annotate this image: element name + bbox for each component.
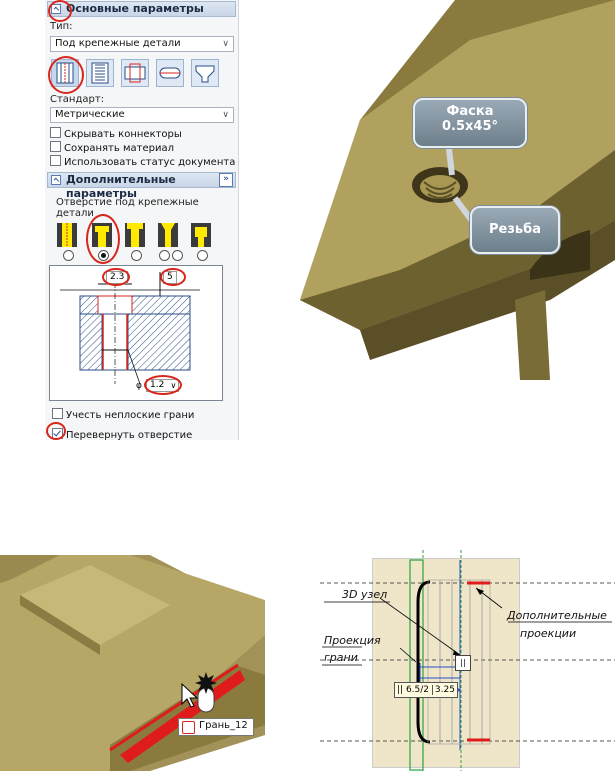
face-icon bbox=[182, 721, 195, 734]
callout-chamfer: Фаска 0.5x45° bbox=[413, 98, 527, 148]
hole-caption: Отверстие под крепежные детали bbox=[56, 197, 199, 219]
type-select[interactable]: Под крепежные детали ∨ bbox=[50, 36, 234, 52]
hole-variant-4[interactable] bbox=[157, 222, 179, 248]
hole-variant-icon bbox=[191, 223, 211, 247]
hide-connectors-checkbox[interactable]: Скрывать коннекторы bbox=[50, 127, 182, 140]
annotation-oval bbox=[48, 56, 84, 94]
hole-diagram: 2.3 5 φ 1.2 ∨ bbox=[49, 265, 223, 401]
annotation-oval bbox=[86, 214, 120, 264]
threaded-hole-icon bbox=[91, 62, 109, 84]
flip-hole-checkbox[interactable]: Перевернуть отверстие bbox=[52, 428, 192, 441]
type-btn-slot[interactable] bbox=[121, 59, 149, 87]
annotation-oval bbox=[160, 268, 186, 286]
annotation-oval bbox=[102, 268, 130, 286]
keep-material-checkbox[interactable]: Сохранять материал bbox=[50, 141, 174, 154]
radio-variant-1[interactable] bbox=[63, 250, 74, 261]
chevron-down-icon: ∨ bbox=[222, 110, 229, 120]
checkbox-icon[interactable] bbox=[52, 408, 63, 419]
face-tag: Грань_12 bbox=[178, 718, 254, 736]
hole-variant-1[interactable] bbox=[56, 222, 78, 248]
standard-select[interactable]: Метрические ∨ bbox=[50, 107, 234, 123]
checkbox-icon[interactable] bbox=[50, 141, 61, 152]
label-projection-2: грани bbox=[324, 651, 358, 664]
part-face-view bbox=[0, 555, 265, 771]
node-marker[interactable]: || bbox=[455, 655, 471, 671]
callout-chamfer-line2: 0.5x45° bbox=[441, 119, 498, 134]
non-planar-faces-checkbox[interactable]: Учесть неплоские грани bbox=[52, 408, 194, 421]
diameter-symbol: φ bbox=[136, 381, 142, 391]
oblong-hole-icon bbox=[159, 67, 181, 79]
type-btn-countersink[interactable] bbox=[191, 59, 219, 87]
countersink-icon bbox=[195, 65, 215, 83]
main-params-header[interactable]: Основные параметры bbox=[47, 1, 236, 17]
callout-thread: Резьба bbox=[470, 206, 560, 254]
type-btn-oblong[interactable] bbox=[156, 59, 184, 87]
mouse-cursor-icon bbox=[181, 672, 217, 713]
annotation-oval bbox=[144, 375, 182, 395]
label-extra-1: Дополнительные bbox=[507, 609, 607, 622]
callout-chamfer-line1: Фаска bbox=[446, 104, 494, 119]
type-label: Тип: bbox=[50, 21, 73, 32]
checkbox-icon[interactable] bbox=[50, 155, 61, 166]
collapse-icon[interactable] bbox=[51, 175, 61, 185]
part-3d-view bbox=[300, 0, 615, 380]
hole-variant-5[interactable] bbox=[190, 222, 212, 248]
annotation-oval bbox=[46, 422, 66, 440]
type-select-value: Под крепежные детали bbox=[55, 38, 181, 49]
annotation-oval bbox=[48, 0, 72, 22]
extra-params-header[interactable]: Дополнительные параметры » bbox=[47, 172, 236, 200]
radio-variant-5[interactable] bbox=[197, 250, 208, 261]
label-projection-1: Проекция bbox=[324, 634, 381, 647]
sketch-area bbox=[372, 558, 520, 768]
hole-section-drawing bbox=[60, 271, 200, 385]
extra-params-title: Дополнительные параметры bbox=[66, 173, 176, 200]
use-doc-status-checkbox[interactable]: Использовать статус документа bbox=[50, 155, 235, 168]
main-params-title: Основные параметры bbox=[66, 2, 204, 15]
checkbox-icon[interactable] bbox=[50, 127, 61, 138]
cursor-area bbox=[180, 670, 220, 714]
hole-variant-icon bbox=[125, 223, 145, 247]
dimension-icon: || bbox=[397, 685, 404, 695]
radio-variant-3[interactable] bbox=[131, 250, 142, 261]
chevron-down-icon: ∨ bbox=[222, 39, 229, 49]
dimension-label[interactable]: || 6.5/2 3.25 bbox=[394, 682, 458, 698]
expand-icon[interactable]: » bbox=[219, 173, 233, 187]
type-btn-threaded[interactable] bbox=[86, 59, 114, 87]
hole-variant-icon bbox=[158, 223, 178, 247]
label-3d-node: 3D узел bbox=[342, 588, 388, 601]
label-extra-2: проекции bbox=[520, 627, 577, 640]
standard-label: Стандарт: bbox=[50, 94, 105, 105]
radio-variant-4a[interactable] bbox=[159, 250, 170, 261]
radio-variant-4b[interactable] bbox=[172, 250, 183, 261]
slot-hole-icon bbox=[124, 63, 146, 83]
standard-select-value: Метрические bbox=[55, 109, 125, 120]
hole-variant-3[interactable] bbox=[124, 222, 146, 248]
hole-variant-icon bbox=[57, 223, 77, 247]
